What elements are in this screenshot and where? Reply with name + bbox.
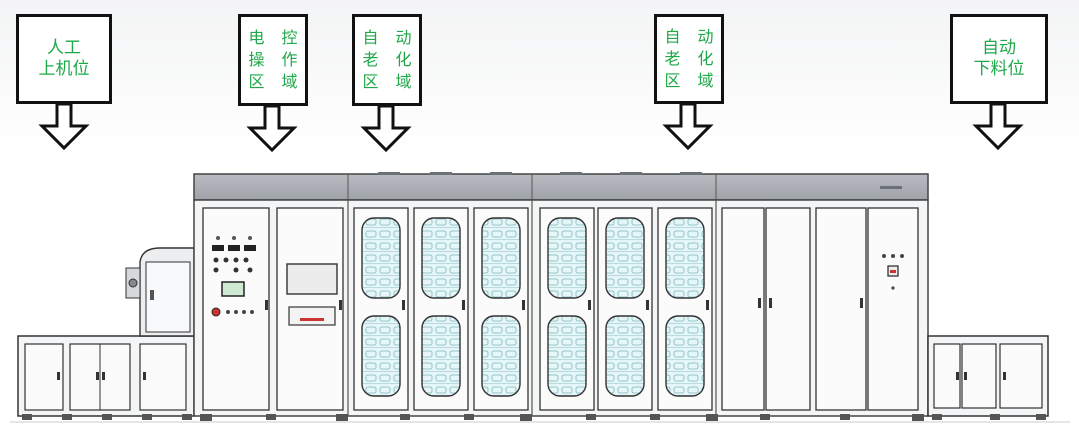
auto-unloading-station (927, 335, 1049, 420)
aging-window (665, 315, 705, 397)
cabinet-door (139, 343, 187, 411)
aging-door (657, 207, 713, 411)
auto-aging-label-1: 自 动 老 化 区 域 (352, 14, 422, 106)
electrical-control-arrow (246, 104, 298, 153)
aging-door (473, 207, 529, 411)
control-display (221, 281, 245, 297)
machine-feet (200, 414, 924, 421)
aging-window (547, 217, 587, 299)
aging-window (421, 315, 461, 397)
aging-door (597, 207, 653, 411)
aging-door (353, 207, 409, 411)
aging-door (539, 207, 595, 411)
control-panel-buttons (211, 236, 256, 317)
cabinet-door (24, 343, 64, 411)
aging-window (481, 315, 521, 397)
cabinet-door (815, 207, 867, 411)
aging-window (421, 217, 461, 299)
aging-window (605, 315, 645, 397)
auto-unloading-label: 自动 下料位 (950, 14, 1048, 104)
auto-unloading-arrow (972, 102, 1024, 151)
manual-loading-label: 人工 上机位 (16, 14, 112, 104)
control-panel-door (202, 207, 270, 411)
main-machine (193, 172, 929, 421)
aging-window (361, 217, 401, 299)
electrical-control-label: 电 控 操 作 区 域 (238, 14, 308, 106)
operation-screen (286, 263, 338, 295)
auto-aging-arrow-1 (360, 104, 412, 153)
switch-panel (882, 254, 904, 290)
aging-doors (353, 207, 713, 411)
manual-loading-station (17, 247, 195, 420)
aging-door (413, 207, 469, 411)
label-arrows (38, 102, 1024, 153)
cabinet-door (721, 207, 765, 411)
cabinet-door (765, 207, 811, 411)
machine-roof (193, 173, 929, 201)
aging-window (665, 217, 705, 299)
aging-window (361, 315, 401, 397)
aging-window (481, 217, 521, 299)
aging-window (605, 217, 645, 299)
aging-window (547, 315, 587, 397)
auto-aging-label-2: 自 动 老 化 区 域 (654, 14, 724, 104)
auto-aging-arrow-2 (662, 102, 714, 151)
manual-loading-arrow (38, 102, 90, 151)
cabinet-door (867, 207, 919, 411)
